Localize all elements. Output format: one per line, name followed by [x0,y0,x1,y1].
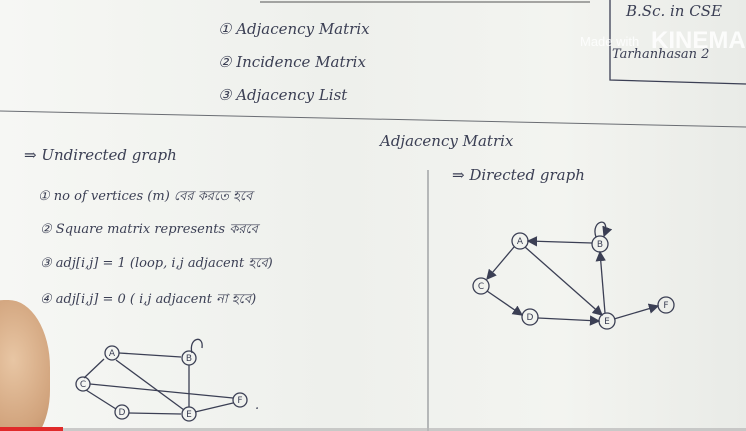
edge-e-to-f [613,303,660,320]
directed-node-d [521,308,539,326]
directed-node-a-label: A [517,237,524,247]
directed-node-c-label: C [478,282,484,292]
undirected-node-f [232,392,248,408]
directed-node-e [598,312,616,330]
edge-a-c [83,358,105,379]
directed-node-b [591,235,609,253]
undirected-node-b-label: B [186,354,192,364]
edge-a-to-e [524,246,603,316]
directed-graph: A B C D E F [472,221,675,330]
edge-d-to-e [537,315,601,326]
edge-c-f [89,383,234,399]
edge-c-d [85,389,117,410]
undirected-point-4: ④ adj[i,j] = 0 ( i,j adjacent না হবে) [40,292,256,307]
undirected-point-3: ③ adj[i,j] = 1 (loop, i,j adjacent হবে) [40,256,273,271]
undirected-node-e-label: E [186,410,192,420]
undirected-heading: ⇒ Undirected graph [24,146,177,164]
undirected-node-d-label: D [119,408,126,418]
directed-node-b-label: B [597,240,603,250]
edge-c-to-d [486,290,524,316]
edge-a-e [115,359,185,411]
section-heading: Adjacency Matrix [378,132,514,150]
list-item-1: ① Adjacency Matrix [218,20,370,38]
directed-node-e-label: E [604,317,610,327]
directed-node-a [511,232,529,250]
video-progress-played[interactable] [0,427,63,431]
video-progress-track[interactable] [63,428,746,431]
undirected-node-f-label: F [237,396,242,406]
undirected-node-d [114,404,130,420]
top-right-box [609,0,746,85]
edge-a-to-c [486,246,515,280]
watermark-prefix: Made with [580,34,639,49]
directed-node-d-label: D [527,313,534,323]
list-item-3: ③ Adjacency List [218,86,348,104]
page-divider-line [0,110,746,128]
edge-e-to-b [595,250,606,314]
trailing-dot: . [255,398,259,413]
top-right-line2: Tarhanhasan 2 [612,47,709,62]
directed-node-f [657,296,675,314]
directed-node-c [472,277,490,295]
undirected-graph: A B C D E F . [75,338,259,422]
edge-e-f [194,402,234,413]
undirected-node-a-label: A [109,349,116,359]
loop-b [190,338,203,354]
undirected-node-c-label: C [80,380,86,390]
undirected-point-1: ① no of vertices (m) বের করতে হবে [38,189,255,204]
undirected-node-a [104,345,120,361]
undirected-node-c [75,376,91,392]
undirected-point-2: ② Square matrix represents করবে [40,222,261,237]
directed-node-f-label: F [663,301,668,311]
edge-d-e [128,412,182,415]
undirected-node-e [181,406,197,422]
top-right-line1: B.Sc. in CSE [625,2,722,20]
loop-b-directed [594,221,613,238]
directed-heading: ⇒ Directed graph [452,166,585,184]
watermark-brand: KINEMA [651,27,746,54]
edge-b-to-a [526,236,593,247]
list-item-2: ② Incidence Matrix [218,53,366,71]
edge-a-b [118,352,182,358]
undirected-node-b [181,350,197,366]
